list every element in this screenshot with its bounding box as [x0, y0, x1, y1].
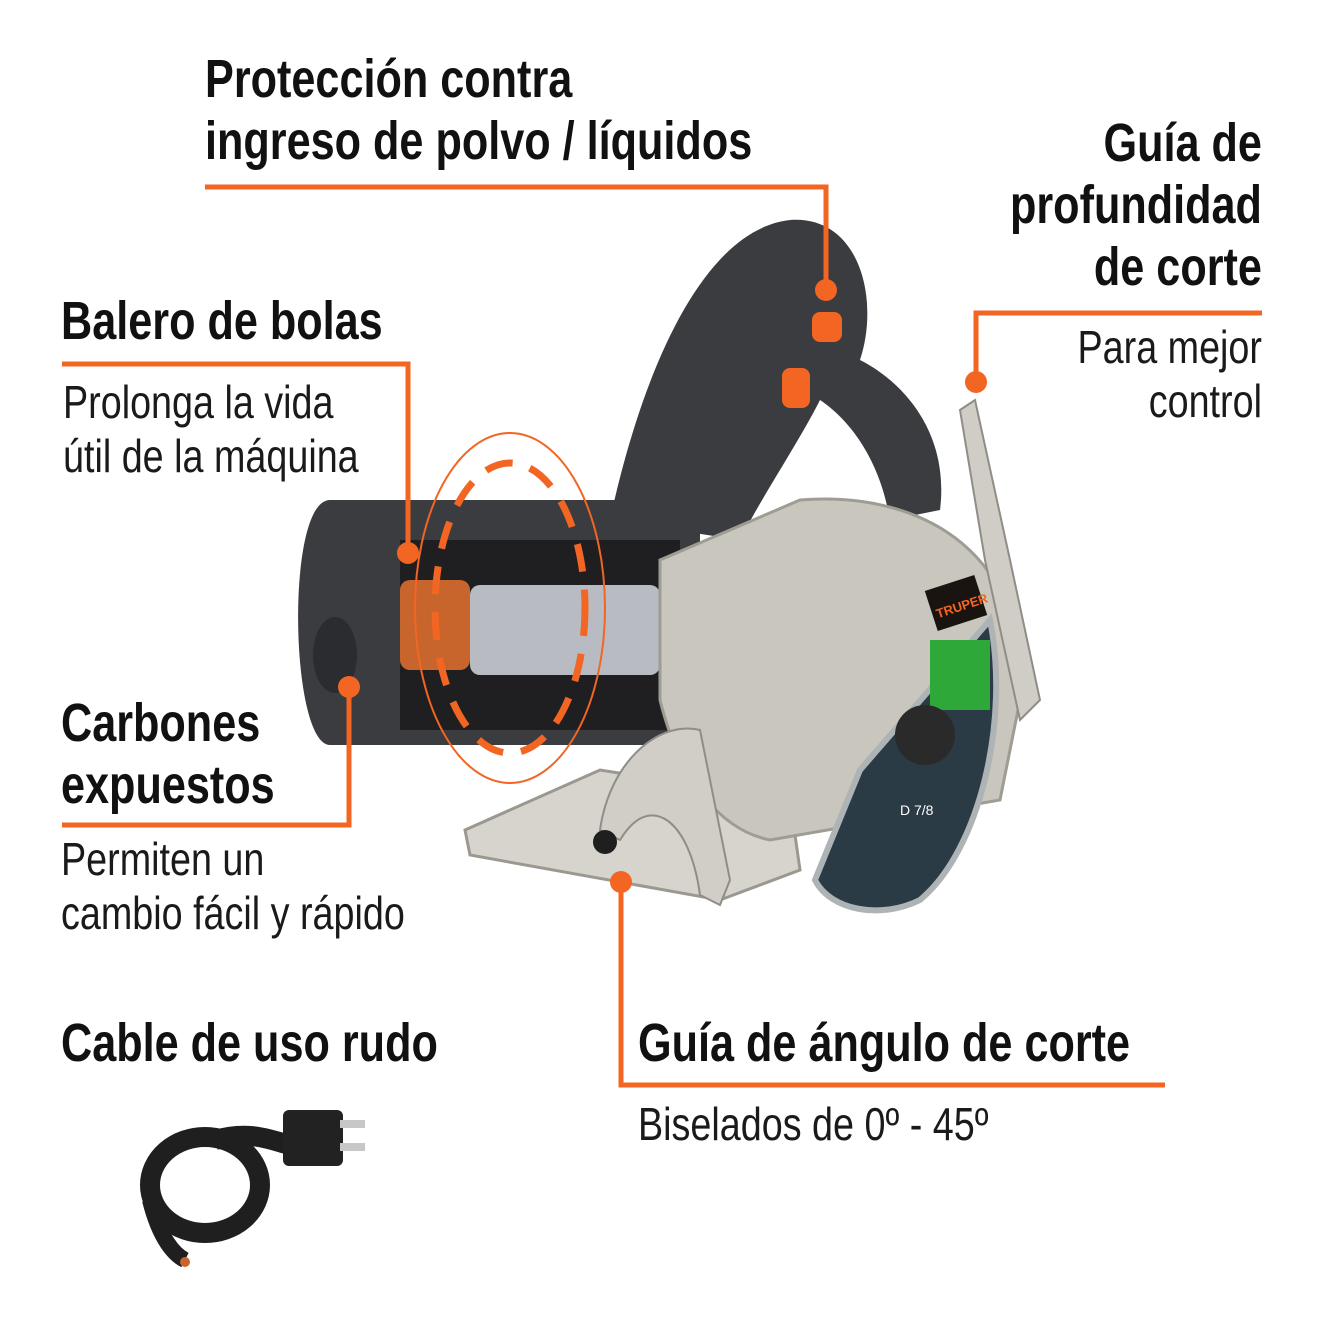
- title-line: Guía de ángulo de corte: [638, 1013, 1131, 1073]
- bearing-highlight: [431, 459, 589, 757]
- feature-title-brushes: Carbones expuestos: [61, 692, 275, 816]
- callout-dot-depth-guide: [965, 371, 987, 393]
- callout-dot-brushes: [338, 676, 360, 698]
- bearing-highlight-outer: [414, 432, 606, 784]
- subtitle-line: Biselados de 0º - 45º: [638, 1098, 989, 1150]
- feature-subtitle-brushes: Permiten un cambio fácil y rápido: [61, 832, 405, 940]
- cable-icon: [140, 1110, 365, 1268]
- arbor-nut: [895, 705, 955, 765]
- handle: [610, 219, 942, 541]
- brush-cap: [313, 617, 357, 693]
- callout-line-protection: [205, 184, 829, 290]
- brand-logo-plate: [924, 574, 988, 632]
- lock-button: [782, 368, 810, 408]
- feature-title-protection: Protección contra ingreso de polvo / líq…: [205, 48, 752, 172]
- subtitle-line: Permiten un: [61, 833, 265, 885]
- title-line: profundidad: [1010, 175, 1262, 235]
- title-line: Guía de: [1103, 113, 1262, 173]
- feature-title-cable: Cable de uso rudo: [61, 1012, 438, 1074]
- subtitle-line: Prolonga la vida: [63, 376, 334, 428]
- callout-dot-bearing: [397, 542, 419, 564]
- feature-subtitle-depth-guide: Para mejor control: [1078, 320, 1262, 428]
- subtitle-line: cambio fácil y rápido: [61, 887, 405, 939]
- feature-subtitle-bearing: Prolonga la vida útil de la máquina: [63, 375, 359, 483]
- title-line: Cable de uso rudo: [61, 1013, 438, 1073]
- subtitle-line: control: [1148, 375, 1262, 427]
- feature-title-bearing: Balero de bolas: [61, 290, 383, 352]
- feature-title-depth-guide: Guía de profundidad de corte: [1010, 112, 1262, 298]
- blade-label: [930, 640, 990, 710]
- callout-dot-protection: [815, 279, 837, 301]
- title-line: ingreso de polvo / líquidos: [205, 111, 753, 171]
- callout-line-bearing: [62, 361, 411, 553]
- title-line: Balero de bolas: [61, 291, 383, 351]
- subtitle-line: Para mejor: [1077, 321, 1262, 373]
- callout-line-angle-guide: [618, 882, 1165, 1088]
- callout-dot-angle-guide: [610, 871, 632, 893]
- armature: [470, 585, 660, 675]
- title-line: de corte: [1093, 237, 1262, 297]
- feature-subtitle-angle-guide: Biselados de 0º - 45º: [638, 1097, 988, 1151]
- title-line: expuestos: [61, 755, 275, 815]
- feature-title-angle-guide: Guía de ángulo de corte: [638, 1012, 1130, 1074]
- trigger-button: [812, 312, 842, 342]
- title-line: Protección contra: [205, 49, 573, 109]
- blade-size-text: D 7/8: [900, 802, 934, 818]
- subtitle-line: útil de la máquina: [63, 430, 359, 482]
- depth-guide: [958, 398, 1042, 723]
- angle-knob: [593, 830, 617, 854]
- callout-line-depth-guide: [973, 310, 1262, 382]
- angle-guide: [598, 727, 732, 907]
- title-line: Carbones: [61, 693, 261, 753]
- callout-line-brushes: [62, 687, 352, 828]
